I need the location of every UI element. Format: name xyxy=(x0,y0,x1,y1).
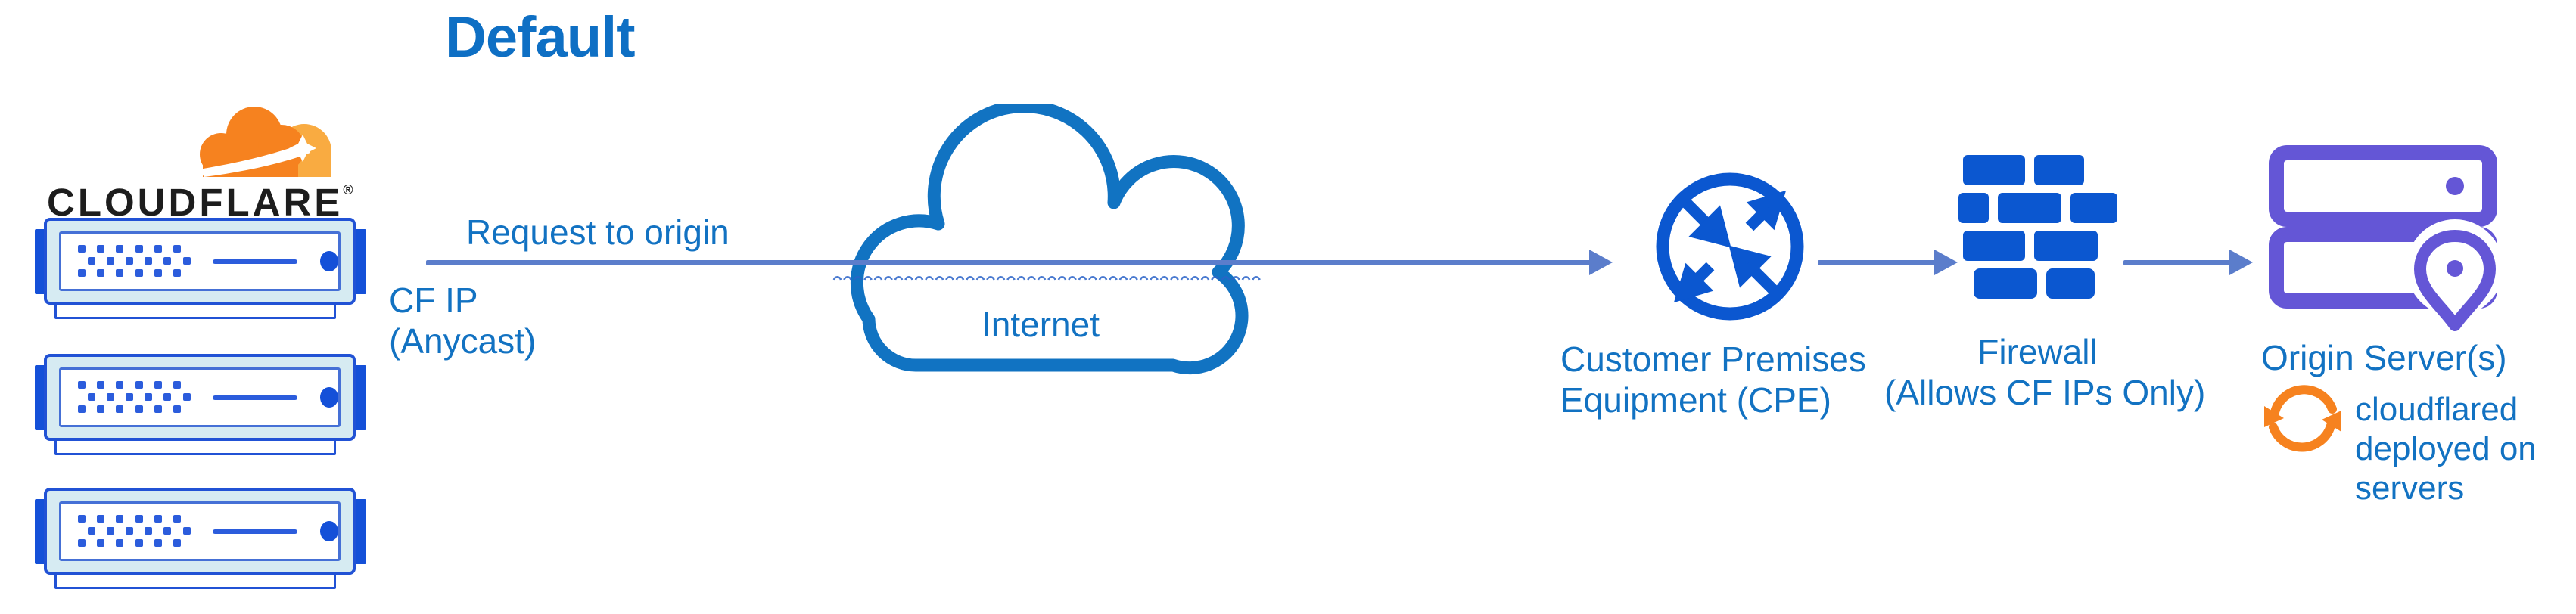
server-tab xyxy=(354,229,366,294)
origin-servers-icon xyxy=(2264,144,2506,334)
firewall-label: Firewall(Allows CF IPs Only) xyxy=(1884,332,2206,412)
server-vents xyxy=(78,380,191,414)
registered-mark: ® xyxy=(343,182,353,197)
firewall-to-origin-arrowhead xyxy=(2229,250,2253,275)
server-power-dot xyxy=(319,387,338,408)
server-slot xyxy=(213,529,297,534)
cpe-to-firewall-line xyxy=(1818,260,1937,265)
origin-label: Origin Server(s) xyxy=(2261,338,2507,377)
cloudflare-logo xyxy=(189,101,338,183)
cpe-to-firewall-arrowhead xyxy=(1934,250,1958,275)
cloudflare-cloud-icon xyxy=(189,107,338,183)
server-power-dot xyxy=(319,521,338,541)
server-tab xyxy=(354,499,366,564)
edge-server-icon xyxy=(35,218,368,319)
cf-ip-label: CF IP(Anycast) xyxy=(389,281,537,361)
request-arrow-line xyxy=(426,260,1591,265)
edge-server-icon xyxy=(35,354,368,455)
server-vents xyxy=(78,244,191,278)
request-arrowhead xyxy=(1589,250,1613,275)
server-slot xyxy=(213,395,297,400)
edge-server-icon xyxy=(35,488,368,589)
server-slot xyxy=(213,259,297,264)
request-label: Request to origin xyxy=(466,212,730,252)
dashed-return-path xyxy=(832,276,1261,281)
firewall-to-origin-line xyxy=(2123,260,2232,265)
router-icon xyxy=(1654,171,1806,322)
sync-arrows-icon xyxy=(2255,382,2350,454)
server-tab xyxy=(354,365,366,430)
cloudflare-wordmark: CLOUDFLARE® xyxy=(47,181,353,224)
server-power-dot xyxy=(319,251,338,271)
page-title: Default xyxy=(445,5,636,70)
internet-label: Internet xyxy=(982,305,1100,344)
server-vents xyxy=(78,514,191,548)
brick-wall-icon xyxy=(1958,155,2117,300)
